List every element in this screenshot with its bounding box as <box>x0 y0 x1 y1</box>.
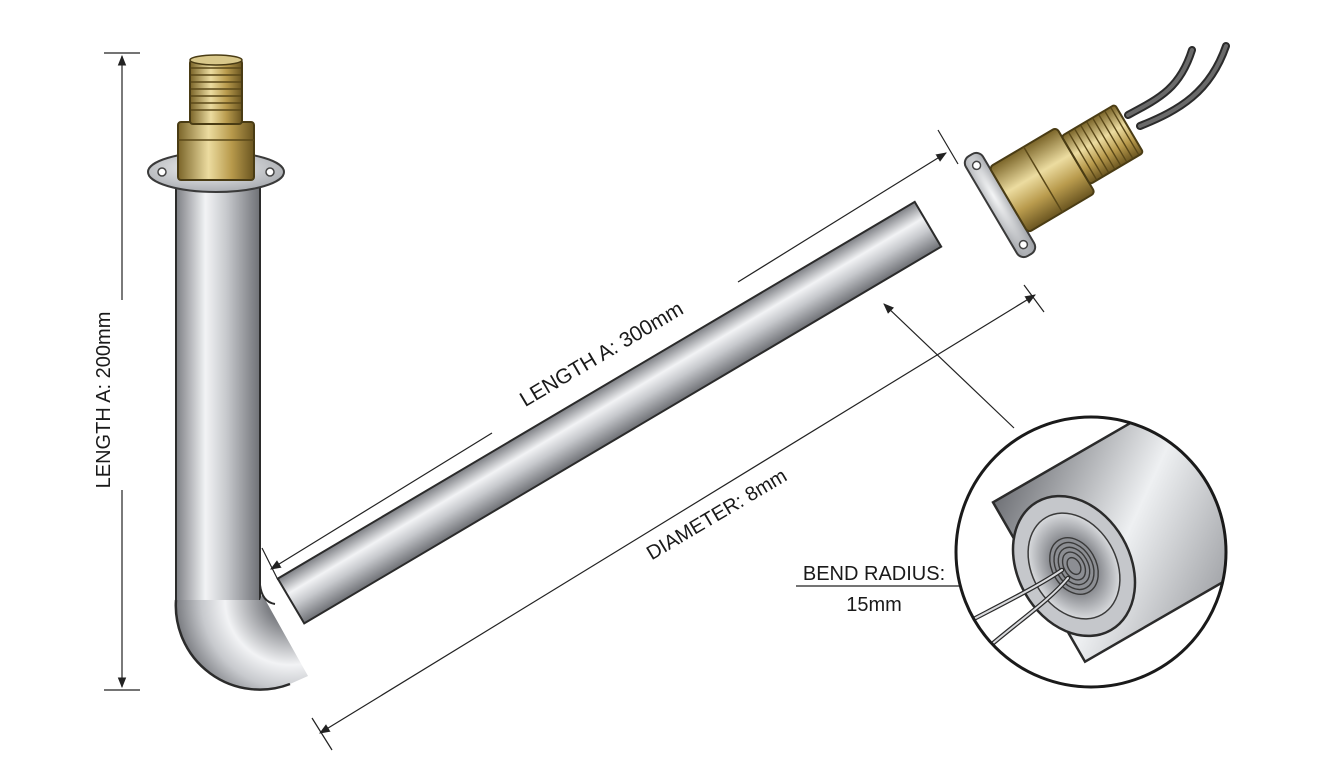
threaded-connector-right <box>1061 104 1144 185</box>
right-fitting <box>963 104 1144 259</box>
extension-line <box>261 547 279 581</box>
tube-bend <box>175 594 308 690</box>
label-diameter: DIAMETER: 8mm <box>643 465 791 565</box>
threaded-connector-top <box>189 59 243 125</box>
label-bend-radius: BEND RADIUS: <box>803 563 945 585</box>
label-length-vertical: LENGTH A: 200mm <box>93 312 115 489</box>
extension-line <box>937 129 959 165</box>
dimension-lines <box>104 52 1045 751</box>
dimension-line-diameter <box>319 294 1036 734</box>
vertical-tube-section <box>175 185 261 605</box>
label-bend-radius-value: 15mm <box>846 594 902 616</box>
heater-tube <box>174 185 943 691</box>
diagonal-tube-section <box>276 200 943 625</box>
dimension-line-length <box>737 152 947 283</box>
flange-hole-icon <box>157 167 167 177</box>
flange-hole-icon <box>1018 239 1029 250</box>
top-fitting <box>147 54 285 193</box>
detail-leader-line <box>883 303 1015 429</box>
detail-view-border <box>954 415 1228 689</box>
thread-lines-right <box>1068 107 1140 180</box>
detail-wires <box>965 567 1071 653</box>
extension-line <box>1023 284 1045 313</box>
brass-nut-top <box>177 121 255 181</box>
flange-hole-icon <box>971 160 982 171</box>
power-cables <box>1124 42 1230 130</box>
detail-view <box>954 415 1228 689</box>
flange-hole-icon <box>265 167 275 177</box>
thread-lines-top <box>191 67 241 111</box>
extension-line <box>311 717 333 751</box>
